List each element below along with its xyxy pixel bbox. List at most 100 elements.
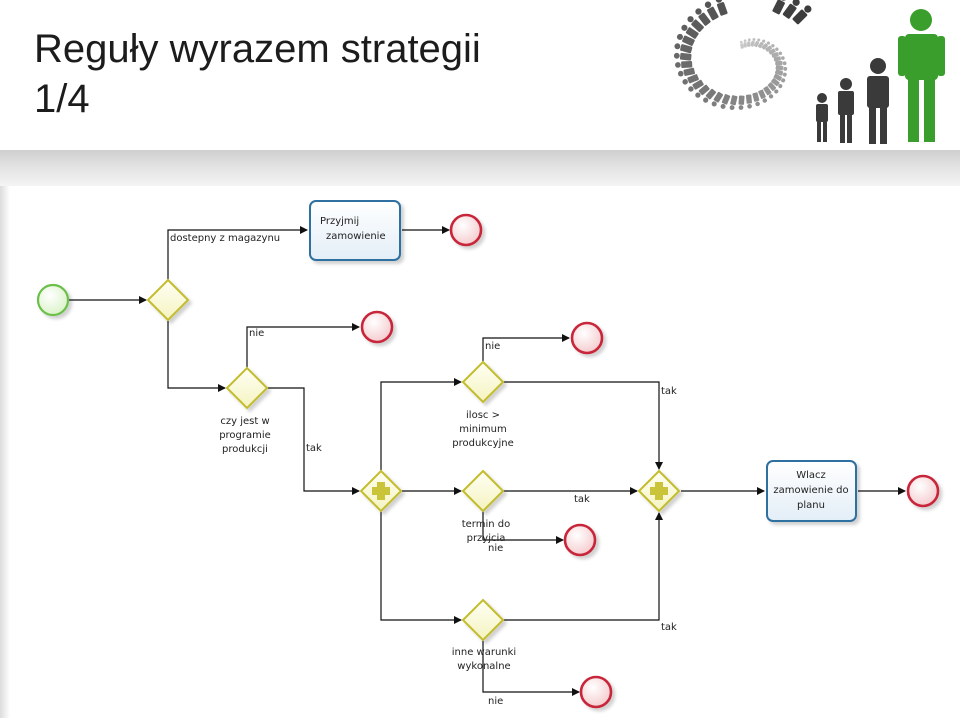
spiral-figure-icon (688, 79, 704, 92)
spiral-figure-icon (768, 47, 779, 55)
task-wlacz[interactable]: Wlacz zamowienie do planu (766, 460, 857, 522)
task-wlacz-line-1: Wlacz (796, 470, 826, 481)
gateway-g1[interactable] (146, 278, 190, 322)
spiral-figure-icon (695, 84, 710, 98)
label-g5-nie: nie (488, 696, 503, 707)
g5-label-2: wykonalne (457, 661, 510, 672)
spiral-figure-icon (743, 39, 747, 48)
label-g5-tak: tak (661, 622, 677, 633)
label-g2-nie: nie (249, 328, 264, 339)
g4-label-1: termin do (462, 519, 511, 530)
parallel-plus-icons (372, 482, 668, 500)
spiral-figure-icon (763, 86, 774, 99)
spiral-figure-icon (704, 1, 719, 21)
spiral-figure-icon (753, 38, 761, 48)
people-spiral-logo-icon (673, 0, 945, 144)
spiral-figure-icon (774, 69, 787, 77)
spiral-figure-icon (681, 24, 699, 39)
spiral-figure-icon (675, 60, 693, 69)
spiral-figure-icon (674, 43, 693, 54)
spiral-figure-icon (772, 0, 788, 15)
spiral-figure-icon (765, 44, 775, 52)
plus-icon (650, 482, 668, 500)
spiral-figure-icon (695, 8, 711, 26)
spiral-figure-icon (750, 38, 756, 47)
spiral-figure-icon (676, 33, 695, 46)
gateway-g4[interactable] (461, 469, 505, 513)
spiral-figure-icon (745, 94, 752, 109)
g3-label-2: minimum (459, 424, 506, 435)
flow-g5-end (482, 640, 580, 696)
spiral-figure-icon (703, 88, 717, 103)
gateway-g5[interactable] (461, 598, 505, 642)
end-events (360, 213, 940, 709)
spiral-figure-icon (738, 95, 745, 110)
spiral-figure-icon (711, 91, 724, 107)
end-event-g4[interactable] (563, 523, 597, 557)
spiral-figure-icon (758, 89, 767, 103)
spiral-figure-icon (720, 94, 731, 109)
flow-g1-g2 (167, 320, 226, 392)
spiral-figure-icon (677, 67, 695, 77)
slide-title-line-2: 1/4 (34, 77, 90, 121)
task-wlacz-line-3: planu (797, 500, 825, 511)
spiral-figure-icon (773, 56, 785, 62)
header-band (0, 150, 960, 186)
flow-p1-g5 (380, 511, 462, 624)
spiral-figure-icon (792, 5, 812, 25)
left-shadow (0, 186, 10, 718)
g2-label-1: czy jest w (220, 416, 269, 427)
label-g3-tak: tak (661, 386, 677, 397)
task-przyjmij-line-1: Przyjmij (320, 216, 359, 227)
label-g4-nie: nie (488, 543, 503, 554)
slide-title-line-1: Reguły wyrazem strategii (34, 27, 481, 71)
spiral-figure-icon (757, 39, 766, 49)
spiral-figure-icon (740, 40, 744, 49)
end-event-przyjmij[interactable] (449, 213, 483, 247)
spiral-figure-icon (682, 74, 699, 85)
spiral-figure-icon (761, 41, 770, 50)
gateway-g2[interactable] (225, 366, 269, 410)
flow-p1-g3 (380, 378, 462, 471)
spiral-figure-icon (729, 95, 738, 111)
label-g4-tak: tak (574, 494, 590, 505)
spiral-figure-icon (746, 38, 751, 47)
spiral-figures (673, 0, 812, 111)
flow-g5-p2 (503, 512, 663, 621)
flow-g3-end (482, 334, 570, 362)
flow-labels: dostepny z magazynu nie tak nie tak tak … (170, 233, 677, 707)
start-event[interactable] (36, 283, 70, 317)
end-event-g5[interactable] (579, 675, 613, 709)
plus-icon (372, 482, 390, 500)
spiral-figure-icon (773, 73, 786, 83)
big-figures (816, 9, 945, 144)
task-wlacz-line-2: zamowienie do (773, 485, 848, 496)
label-g3-nie: nie (485, 341, 500, 352)
g2-label-3: produkcji (222, 444, 268, 455)
end-event-g2[interactable] (360, 310, 394, 344)
gateway-g3[interactable] (461, 360, 505, 404)
spiral-figure-icon (775, 60, 787, 66)
g2-label-2: programie (219, 430, 271, 441)
spiral-figure-icon (775, 64, 788, 71)
label-g2-tak: tak (306, 443, 322, 454)
end-event-g3[interactable] (570, 321, 604, 355)
flow-g3-p2 (503, 381, 663, 470)
spiral-figure-icon (771, 78, 783, 89)
slide-title: Reguły wyrazem strategii 1/4 (34, 24, 481, 124)
sequence-flows (69, 226, 906, 696)
spiral-figure-icon (673, 52, 692, 61)
task-przyjmij[interactable]: Przyjmij zamowienie (309, 200, 401, 261)
spiral-figure-icon (771, 51, 783, 58)
spiral-figure-icon (782, 0, 800, 19)
flow-g4-end (482, 511, 564, 544)
flow-g2-end (246, 323, 360, 368)
spiral-figure-icon (767, 82, 779, 94)
spiral-figure-icon (752, 92, 760, 107)
g3-label-3: produkcyjne (452, 438, 514, 449)
flow-g1-przyjmij (167, 226, 308, 280)
end-event-final[interactable] (906, 474, 940, 508)
label-dostepny: dostepny z magazynu (170, 233, 280, 244)
spiral-figure-icon (715, 0, 728, 16)
